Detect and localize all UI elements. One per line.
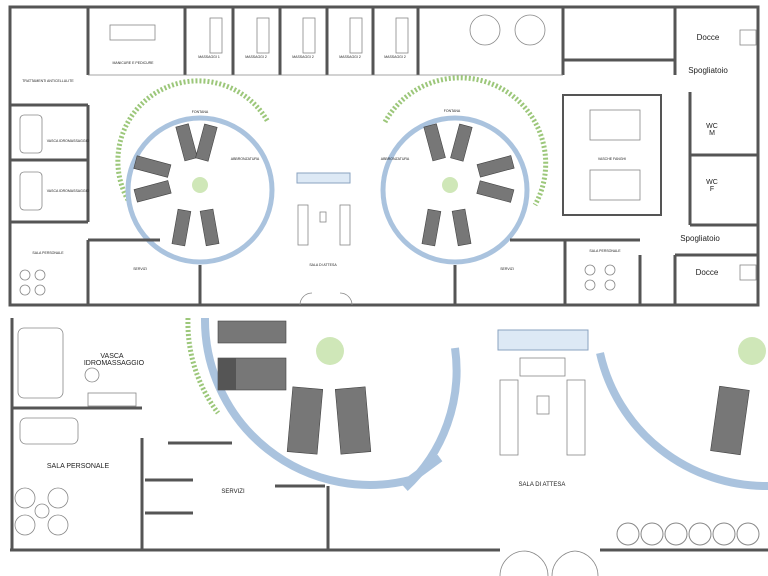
room-label-massaggi-3: MASSAGGI 2 xyxy=(292,55,314,59)
room-label-massaggi-4: MASSAGGI 2 xyxy=(339,55,361,59)
room-label-sala-personale-left: SALA PERSONALE xyxy=(32,251,64,255)
abbronzatura-right xyxy=(380,75,549,265)
room-label-manicure: MANICURE E PEDICURE xyxy=(112,61,154,65)
label-docce-bottom: Docce xyxy=(696,268,719,277)
label-sala-attesa: SALA DI ATTESA xyxy=(309,263,337,267)
label-spogliatoio-bottom: Spogliatoio xyxy=(680,234,720,243)
detail-sala-attesa-furniture xyxy=(497,329,760,576)
label-vasche-fanghi: VASCHE FANGHI xyxy=(598,157,626,161)
detail-label-sala-personale: SALA PERSONALE xyxy=(47,463,110,470)
label-fontana-left: FONTANA xyxy=(192,110,209,114)
detail-sala-personale-furniture xyxy=(14,417,79,536)
label-abbronzatura-left: ABBRONZATURA xyxy=(231,157,260,161)
detail-label-servizi: SERVIZI xyxy=(221,489,245,495)
detail-walls xyxy=(10,318,768,552)
room-label-trattamenti: TRATTAMENTI ANTICELLULITE xyxy=(22,79,74,83)
detail-abbronzatura xyxy=(185,318,768,491)
room-label-massaggi-2: MASSAGGI 2 xyxy=(245,55,267,59)
right-wing xyxy=(562,7,758,281)
top-rooms xyxy=(10,7,565,305)
room-label-massaggi-5: MASSAGGI 2 xyxy=(384,55,406,59)
abbronzatura-left xyxy=(115,78,275,265)
label-spogliatoio-top: Spogliatoio xyxy=(688,66,728,75)
room-label-vasca-1: VASCA IDROMASSAGGIO xyxy=(47,139,90,143)
label-sala-personale-right: SALA PERSONALE xyxy=(589,249,621,253)
outer-wall xyxy=(8,5,760,307)
floor-plan-overview: TRATTAMENTI ANTICELLULITE MANICURE E PED… xyxy=(8,5,760,307)
label-docce-top: Docce xyxy=(697,33,720,42)
label-servizi-right: SERVIZI xyxy=(500,267,514,271)
detail-label-sala-attesa: SALA DI ATTESA xyxy=(519,482,566,488)
room-label-vasca-2: VASCA IDROMASSAGGIO xyxy=(47,189,90,193)
sala-attesa-furniture xyxy=(10,172,353,307)
label-fontana-right: FONTANA xyxy=(444,109,461,113)
label-abbronzatura-right: ABBRONZATURA xyxy=(381,157,410,161)
room-label-massaggi-1: MASSAGGI 1 xyxy=(198,55,220,59)
label-servizi-left: SERVIZI xyxy=(133,267,147,271)
bottom-services xyxy=(19,238,758,305)
